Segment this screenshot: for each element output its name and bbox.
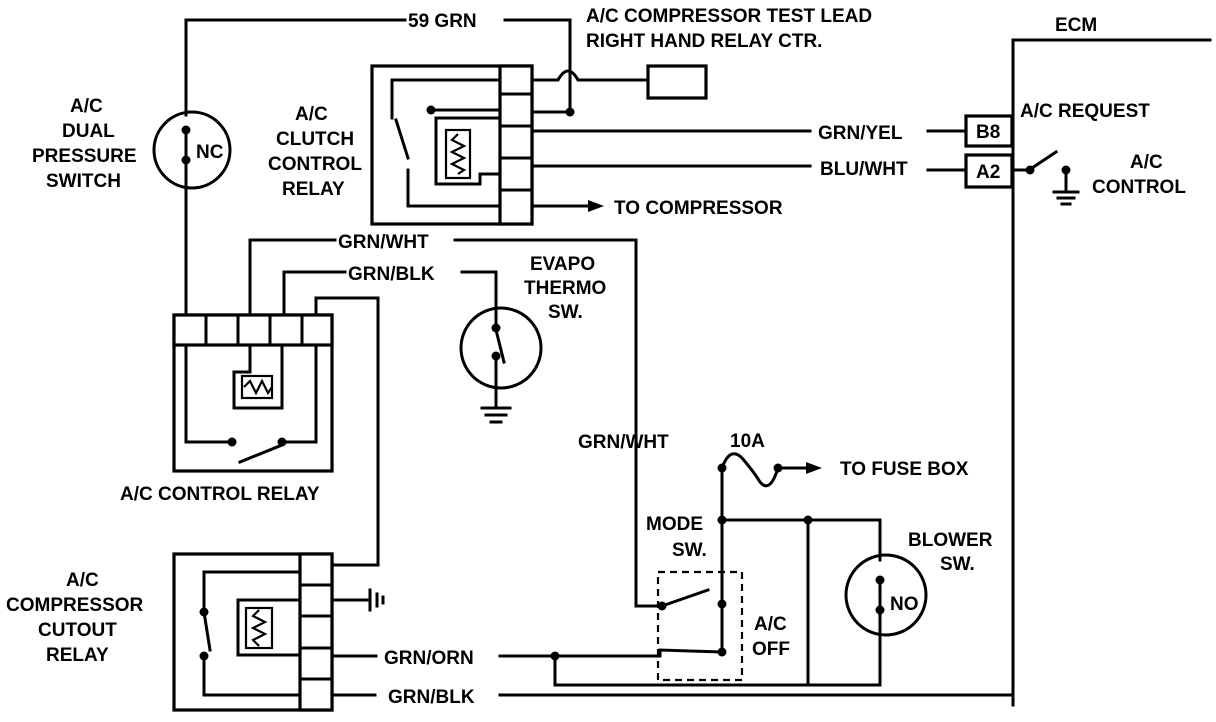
label-test-lead-1: A/C COMPRESSOR TEST LEAD (586, 6, 872, 27)
label-grn-orn: GRN/ORN (384, 648, 474, 669)
ac-control-relay (172, 313, 334, 473)
label-59grn: 59 GRN (408, 11, 477, 32)
label-to-compressor: TO COMPRESSOR (614, 198, 783, 219)
labels: 59 GRN A/C COMPRESSOR TEST LEAD RIGHT HA… (6, 6, 1186, 708)
label-grn-blk-top: GRN/BLK (348, 264, 435, 285)
label-dual-4: SWITCH (46, 171, 121, 192)
label-mode-2: SW. (672, 540, 707, 561)
label-blower-1: BLOWER (908, 530, 993, 551)
label-blu-wht: BLU/WHT (820, 159, 908, 180)
ecm-bus (1011, 38, 1212, 707)
bottom-wires (330, 608, 1012, 697)
clutch-control-relay (370, 64, 812, 226)
evapo-thermo-switch (459, 306, 543, 424)
ecm-connectors (926, 114, 1080, 206)
label-grn-blk-bottom: GRN/BLK (388, 687, 475, 708)
label-dual-2: DUAL (62, 121, 115, 142)
label-ac-off-2: OFF (752, 639, 790, 660)
label-ac-control-relay: A/C CONTROL RELAY (120, 484, 320, 505)
label-clutch-3: CONTROL (268, 154, 362, 175)
label-ac-off-1: A/C (754, 614, 787, 635)
label-a2: A2 (976, 162, 1000, 183)
label-ac-control-2: CONTROL (1092, 177, 1186, 198)
label-ac-request: A/C REQUEST (1020, 101, 1150, 122)
label-test-lead-2: RIGHT HAND RELAY CTR. (586, 31, 822, 52)
mode-switch (634, 438, 744, 682)
label-grn-wht-mid: GRN/WHT (578, 432, 669, 453)
label-cutout-3: CUTOUT (38, 620, 117, 641)
label-blower-2: SW. (940, 554, 975, 575)
label-clutch-1: A/C (295, 104, 328, 125)
label-dual-3: PRESSURE (32, 146, 137, 167)
label-evapo-1: EVAPO (530, 254, 595, 275)
compressor-cutout-relay (172, 552, 385, 712)
label-ac-control-1: A/C (1130, 152, 1163, 173)
blower-switch (717, 515, 928, 687)
label-grn-wht-top: GRN/WHT (338, 232, 429, 253)
label-cutout-4: RELAY (46, 645, 109, 666)
label-nc: NC (196, 142, 224, 163)
grn-wht-grn-blk-wires (248, 238, 638, 567)
label-evapo-2: THERMO (524, 278, 606, 299)
label-no: NO (890, 594, 919, 615)
label-dual-1: A/C (70, 96, 103, 117)
label-clutch-4: RELAY (282, 179, 345, 200)
label-ecm: ECM (1055, 15, 1097, 36)
label-cutout-2: COMPRESSOR (6, 595, 144, 616)
label-mode-1: MODE (646, 514, 703, 535)
label-grn-yel: GRN/YEL (818, 123, 903, 144)
label-fuse: 10A (730, 431, 765, 452)
fuse-10a (717, 452, 822, 488)
label-b8: B8 (976, 122, 1000, 143)
wire-59-grn (184, 18, 572, 117)
label-to-fuse-box: TO FUSE BOX (840, 459, 969, 480)
label-cutout-1: A/C (66, 570, 99, 591)
dual-pressure-switch (152, 110, 232, 317)
label-evapo-3: SW. (548, 302, 583, 323)
label-clutch-2: CLUTCH (276, 129, 354, 150)
